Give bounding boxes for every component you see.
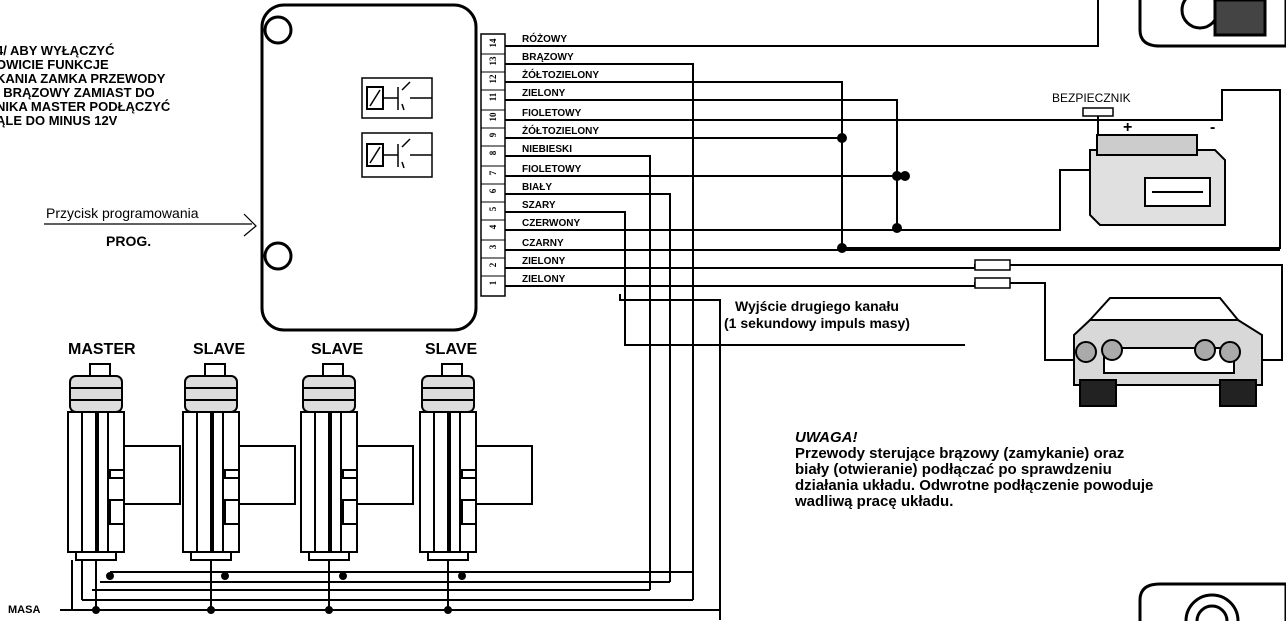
warning-line: wadliwą pracę układu. [795,493,954,510]
ground-label: MASA [8,604,41,616]
left-note-line: KANIA ZAMKA PRZEWODY [0,71,166,86]
wire-label: SZARY [522,200,556,211]
pin-number: 12 [488,74,498,84]
wire-label: CZERWONY [522,218,581,229]
pin-number: 9 [488,132,498,138]
warning-line: działania układu. Odwrotne podłączenie p… [795,477,1154,494]
actuator-label-master: MASTER [68,341,136,358]
junction-dot [892,171,902,181]
wire-label: ZIELONY [522,88,566,99]
program-button-short: PROG. [106,233,152,249]
master-actuator [67,363,181,614]
mount-hole-top [263,15,293,45]
wire-label: RÓŻOWY [522,34,567,45]
pin-number: 14 [488,38,498,48]
pin-number: 2 [488,262,498,268]
program-arrow [44,213,257,237]
relay-1 [361,77,433,119]
pin-number: 6 [488,188,498,194]
relay-2 [361,132,433,178]
actuator-label-slave: SLAVE [193,341,246,358]
wire-label: BIAŁY [522,182,552,193]
pin-number: 1 [488,280,498,286]
second-channel-note: Wyjście drugiego kanału (1 sekundowy imp… [724,298,910,332]
slave-actuator [300,363,414,614]
battery-minus: - [1210,119,1216,136]
connector-block [480,33,506,297]
battery-plus: + [1123,119,1133,136]
wire-label: FIOLETOWY [522,164,582,175]
inline-fuse [974,259,1011,271]
car-icon [1073,297,1263,407]
junction-dot [892,223,902,233]
actuator-label-slave: SLAVE [425,341,478,358]
wire-label: CZARNY [522,238,564,249]
warning-title: UWAGA! [795,429,858,446]
left-note: 4/ ABY WYŁĄCZYĆ OWICIE FUNKCJE KANIA ZAM… [0,44,256,128]
pin-number: 4 [488,224,498,230]
wire-label: NIEBIESKI [522,144,573,155]
warning-note: UWAGA! Przewody sterujące brązowy (zamyk… [795,430,1153,510]
corner-ignition-icon [1138,0,1286,48]
wire-label: ŻÓŁTOZIELONY [522,70,600,81]
mount-hole-bottom [263,241,293,271]
junction-dot [837,243,847,253]
wire-label: BRĄZOWY [522,52,574,63]
left-note-line: OWICIE FUNKCJE [0,57,109,72]
pin-number: 7 [488,170,498,176]
program-button-label: Przycisk programowania [46,205,199,221]
left-note-line: 4/ ABY WYŁĄCZYĆ [0,43,115,58]
control-unit [260,3,478,332]
second-channel-line: Wyjście drugiego kanału [735,298,899,314]
actuator-label-slave: SLAVE [311,341,364,358]
pin-number: 13 [488,56,498,66]
junction-dot [837,133,847,143]
second-channel-line: (1 sekundowy impuls masy) [724,315,910,331]
slave-actuator [182,363,296,614]
wire-label: ŻÓŁTOZIELONY [522,126,600,137]
fuse-label: BEZPIECZNIK [1052,91,1131,105]
wire-label: FIOLETOWY [522,108,582,119]
pin-number: 5 [488,206,498,212]
pin-number: 10 [488,112,498,122]
pin-number: 11 [488,92,498,102]
junction-dot [900,171,910,181]
left-note-line: NIKA MASTER PODŁĄCZYĆ [0,99,171,114]
corner-lock-icon [1138,582,1286,621]
left-note-line: I BRĄZOWY ZAMIAST DO [0,85,155,100]
inline-fuse [974,277,1011,289]
pin-number: 8 [488,150,498,156]
battery [1082,107,1226,226]
left-note-line: ĄLE DO MINUS 12V [0,113,118,128]
wire-label: ZIELONY [522,256,566,267]
warning-line: biały (otwieranie) podłączać po sprawdze… [795,461,1112,478]
wire-label: ZIELONY [522,274,566,285]
slave-actuator [419,363,533,614]
pin-number: 3 [488,244,498,250]
warning-line: Przewody sterujące brązowy (zamykanie) o… [795,445,1125,462]
